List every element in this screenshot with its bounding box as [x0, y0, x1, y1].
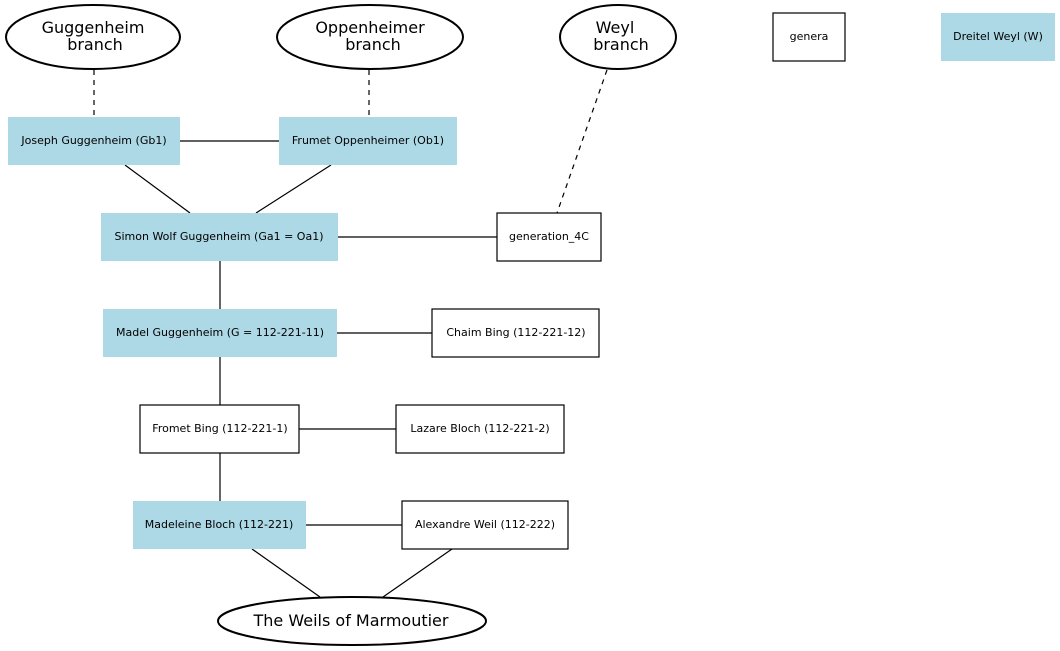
person-box [139, 404, 300, 454]
person-node-chaim-bing: Chaim Bing (112-221-12) [431, 308, 600, 358]
person-box [133, 501, 306, 549]
branch-label-line2: branch [67, 35, 123, 54]
branch-label-line1: Oppenheimer [315, 18, 425, 37]
branch-ellipse [5, 4, 181, 70]
branch-label-line1: Weyl [596, 18, 635, 37]
branch-ellipse [276, 4, 464, 70]
legend-label: Dreitel Weyl (W) [953, 30, 1043, 43]
person-label: Joseph Guggenheim (Gb1) [20, 134, 166, 147]
person-node-fromet-bing: Fromet Bing (112-221-1) [139, 404, 300, 454]
root-label: The Weils of Marmoutier [253, 611, 449, 630]
edge-madeleine-root [251, 548, 321, 598]
person-label: Chaim Bing (112-221-12) [446, 326, 585, 339]
person-node-generation-4c: generation_4C [496, 212, 602, 262]
person-node-madel-guggenheim: Madel Guggenheim (G = 112-221-11) [103, 309, 337, 357]
legend-dreitel-weyl: Dreitel Weyl (W) [941, 13, 1055, 61]
branch-label-line2: branch [345, 35, 401, 54]
edge-alexandre-root [382, 548, 453, 598]
legend-box [772, 12, 846, 62]
person-box [395, 404, 565, 454]
person-box [279, 117, 457, 165]
legend-box [941, 13, 1055, 61]
branch-node-guggenheim: Guggenheim branch [5, 4, 181, 70]
branch-label-line1: Guggenheim [42, 18, 145, 37]
person-box [103, 309, 337, 357]
edge-frumet-simon [255, 164, 332, 214]
person-label: Fromet Bing (112-221-1) [152, 422, 287, 435]
branch-ellipse [559, 4, 677, 70]
person-node-lazare-bloch: Lazare Bloch (112-221-2) [395, 404, 565, 454]
person-label: Frumet Oppenheimer (Ob1) [292, 134, 444, 147]
person-node-alexandre-weil: Alexandre Weil (112-222) [401, 500, 569, 550]
person-node-simon-wolf-guggenheim: Simon Wolf Guggenheim (Ga1 = Oa1) [101, 213, 338, 261]
person-box [401, 500, 569, 550]
branch-node-weyl: Weyl branch [559, 4, 677, 70]
branch-node-oppenheimer: Oppenheimer branch [276, 4, 464, 70]
person-label: Alexandre Weil (112-222) [415, 518, 555, 531]
person-label: Lazare Bloch (112-221-2) [410, 422, 549, 435]
person-label: Madeleine Bloch (112-221) [145, 518, 294, 531]
branch-label-line2: branch [593, 35, 649, 54]
person-label: generation_4C [509, 230, 589, 243]
root-node-weils-of-marmoutier: The Weils of Marmoutier [217, 596, 487, 646]
person-box [496, 212, 602, 262]
edge-weyl-branch-generation-4c [556, 69, 608, 214]
person-box [8, 117, 180, 165]
person-box [101, 213, 338, 261]
edge-joseph-simon [124, 164, 191, 214]
person-label: Madel Guggenheim (G = 112-221-11) [116, 326, 324, 339]
person-box [431, 308, 600, 358]
person-node-frumet-oppenheimer: Frumet Oppenheimer (Ob1) [279, 117, 457, 165]
root-ellipse [217, 596, 487, 646]
person-label: Simon Wolf Guggenheim (Ga1 = Oa1) [115, 230, 324, 243]
edges [93, 69, 608, 598]
person-node-madeleine-bloch: Madeleine Bloch (112-221) [133, 501, 306, 549]
legend-label: genera [790, 30, 829, 43]
person-node-joseph-guggenheim: Joseph Guggenheim (Gb1) [8, 117, 180, 165]
legend-genera: genera [772, 12, 846, 62]
